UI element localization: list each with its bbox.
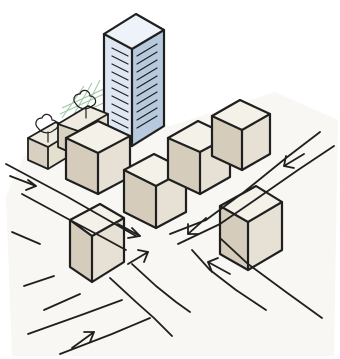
tower — [104, 14, 164, 146]
far-right-building — [212, 100, 270, 170]
center-left-building — [66, 121, 130, 194]
